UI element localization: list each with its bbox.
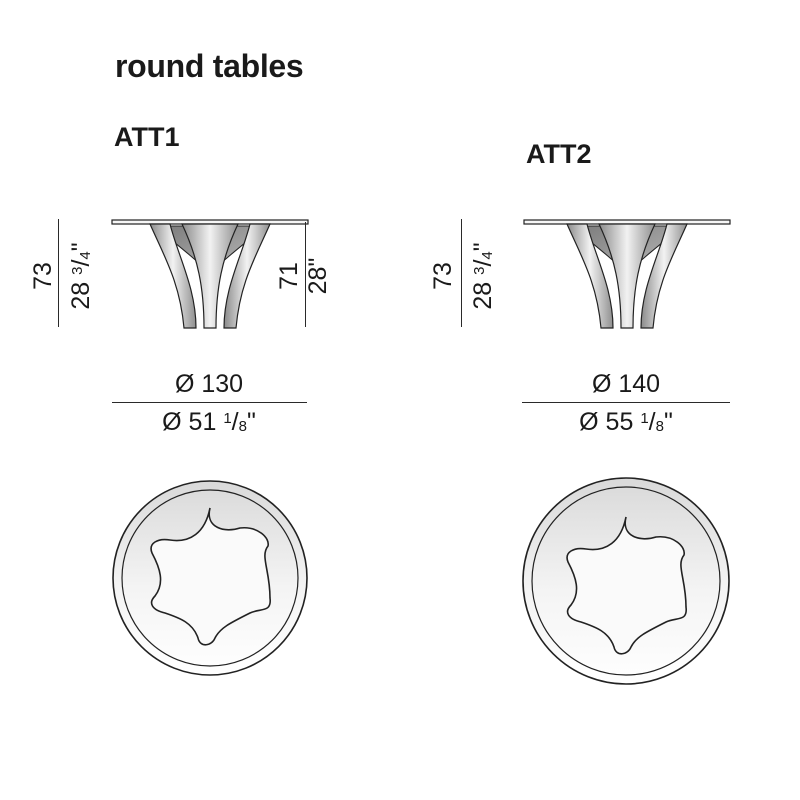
att2-side-elevation <box>523 219 731 329</box>
att1-diameter-in: Ø 51 1/8" <box>162 408 256 436</box>
att1-height-in: 28 3/4" <box>67 242 95 310</box>
att2-diameter-dimension-line <box>522 402 730 403</box>
att2-height-cm: 73 <box>429 262 457 290</box>
att2-height-dimension-line <box>461 219 462 327</box>
att2-plan-view <box>522 477 730 685</box>
att1-diameter-cm: Ø 130 <box>174 370 244 398</box>
att1-side-elevation <box>111 219 309 329</box>
att1-inner-height-in: 28" <box>304 257 332 295</box>
model-name-att2: ATT2 <box>526 139 592 169</box>
att2-diameter-in: Ø 55 1/8" <box>579 408 673 436</box>
att1-height-dimension-line <box>58 219 59 327</box>
att1-diameter-dimension-line <box>112 402 307 403</box>
att1-inner-height-dimension-line <box>305 222 306 327</box>
att2-height-in: 28 3/4" <box>469 242 497 310</box>
page-title: round tables <box>115 48 304 84</box>
att1-inner-height-cm: 71 <box>275 262 303 290</box>
att2-diameter-cm: Ø 140 <box>591 370 661 398</box>
model-name-att1: ATT1 <box>114 122 180 152</box>
att1-plan-view <box>112 480 308 676</box>
att1-height-cm: 73 <box>29 262 57 290</box>
